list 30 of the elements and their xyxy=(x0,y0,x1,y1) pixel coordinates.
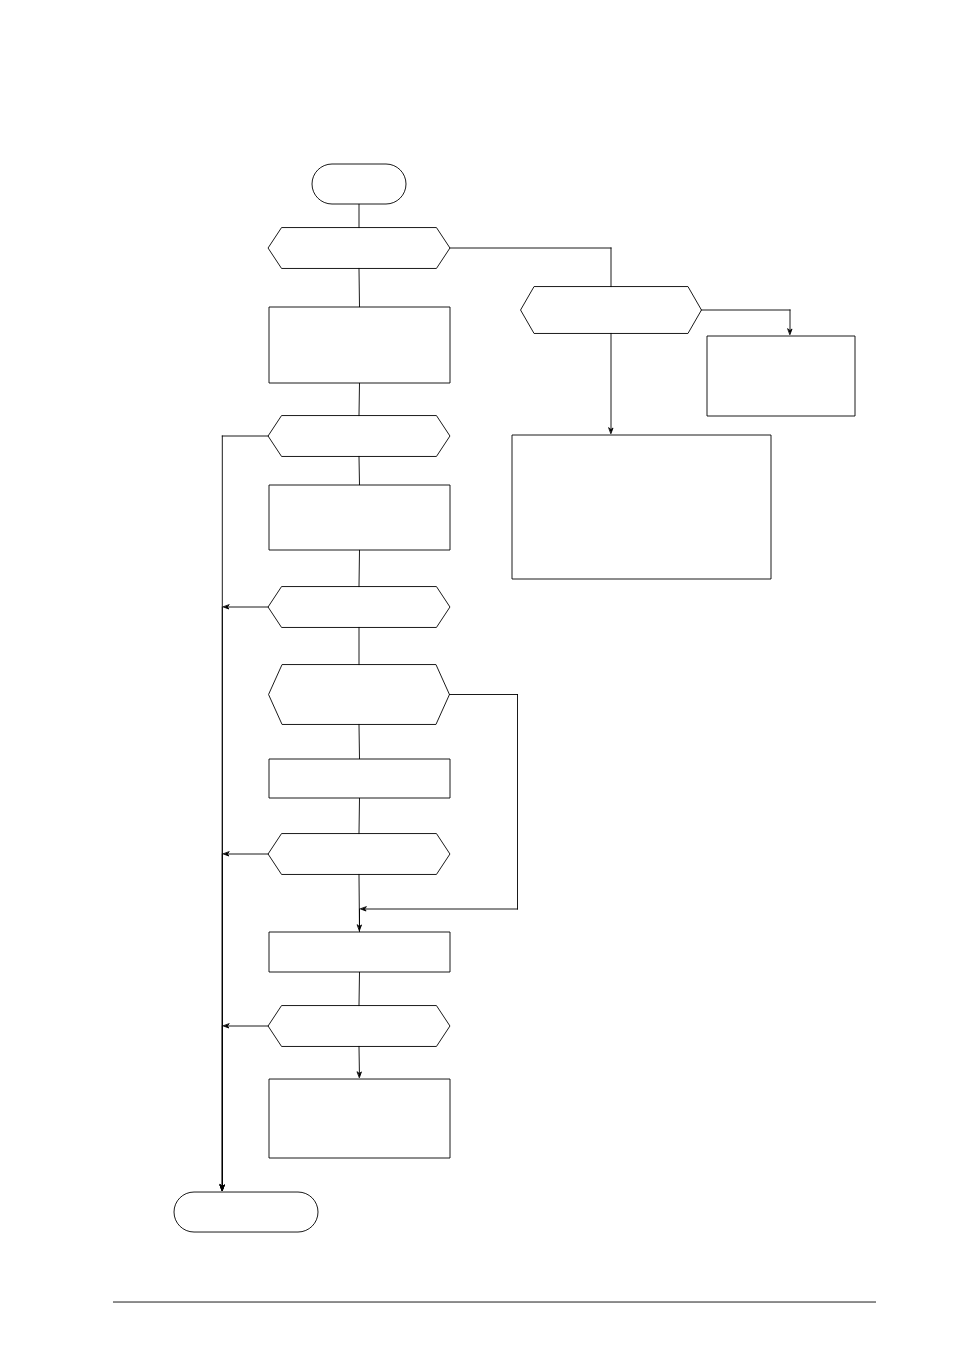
connector-line xyxy=(358,550,360,587)
process-box xyxy=(268,931,451,973)
decision-hexagon xyxy=(268,664,450,725)
decision-hexagon xyxy=(267,586,451,628)
decision-hexagon xyxy=(520,286,702,334)
decision-hexagon xyxy=(267,415,451,457)
process-box xyxy=(511,434,772,580)
process-box xyxy=(706,335,856,417)
connector-line xyxy=(358,204,360,228)
connector-line xyxy=(358,874,360,932)
connector-line xyxy=(358,798,360,834)
arrow xyxy=(357,694,518,931)
connector-line xyxy=(449,247,612,287)
connector-line xyxy=(358,627,360,665)
decision-hexagon xyxy=(267,833,451,875)
decision-hexagon xyxy=(267,227,451,269)
decision-hexagon xyxy=(267,1005,451,1047)
process-box xyxy=(268,484,451,551)
arrow xyxy=(356,1046,362,1078)
connector-line xyxy=(358,383,360,416)
arrow xyxy=(219,1023,269,1191)
arrow xyxy=(608,333,614,434)
arrow xyxy=(701,309,793,335)
process-box xyxy=(268,758,451,799)
process-box xyxy=(268,1078,451,1159)
connector-line xyxy=(358,268,360,307)
connector-line xyxy=(358,724,360,759)
connector-line xyxy=(358,456,360,485)
process-box xyxy=(268,306,451,384)
connector-line xyxy=(358,972,360,1006)
